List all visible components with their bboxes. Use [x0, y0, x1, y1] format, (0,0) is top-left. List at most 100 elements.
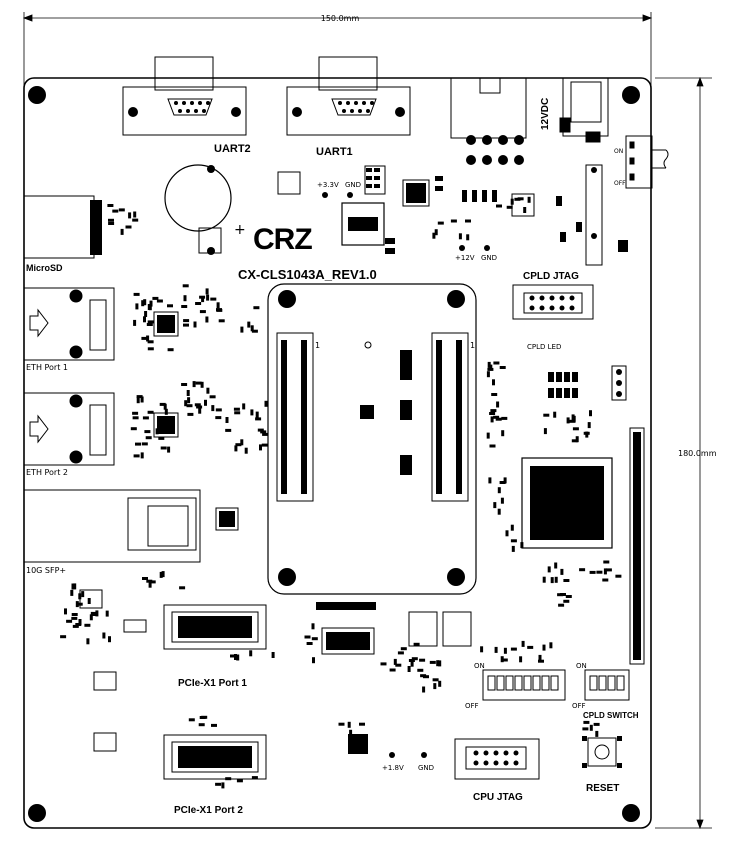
smd-passive: [595, 730, 599, 737]
smd-passive: [490, 409, 497, 413]
cpld-jtag-header: [512, 284, 594, 320]
smd-passive: [87, 598, 91, 604]
smd-passive: [230, 654, 236, 658]
smd-passive: [242, 403, 246, 410]
smd-passive: [167, 348, 174, 352]
smd-passive: [496, 204, 502, 208]
test-point-gnd-top: GND: [345, 181, 361, 189]
smd-passive: [244, 447, 248, 454]
smd-passive: [596, 570, 603, 574]
smd-passive: [487, 361, 491, 368]
smd-passive: [257, 428, 264, 432]
smd-passive: [510, 539, 517, 543]
smd-passive: [575, 436, 579, 443]
smd-passive: [86, 638, 90, 645]
smd-passive: [102, 632, 106, 639]
smd-passive: [527, 645, 534, 649]
smd-passive: [149, 580, 156, 584]
smd-passive: [523, 207, 527, 213]
smd-passive: [582, 727, 589, 731]
smd-passive: [206, 294, 210, 301]
smd-passive: [108, 222, 115, 225]
smd-passive: [408, 659, 415, 662]
smd-passive: [602, 578, 609, 582]
smd-passive: [511, 545, 515, 552]
test-point-gnd-mid: GND: [481, 254, 497, 262]
smd-passive: [78, 593, 82, 600]
test-point-12v: +12V: [455, 254, 475, 262]
smd-passive: [589, 724, 593, 731]
cpld-switch-on: ON: [576, 662, 587, 670]
smd-passive: [141, 442, 148, 446]
smd-passive: [565, 595, 572, 598]
smd-passive: [204, 399, 207, 406]
smd-passive: [181, 305, 188, 308]
fuse-holder: [585, 164, 603, 266]
smd-passive: [432, 678, 439, 682]
svg-text:+: +: [234, 222, 246, 238]
power-switch-off: OFF: [614, 180, 626, 187]
som-connector-right: [431, 332, 469, 502]
smd-passive: [494, 646, 498, 653]
som-connector-left: [276, 332, 314, 502]
smd-passive: [140, 396, 144, 403]
smd-passive: [216, 308, 223, 312]
smd-passive: [550, 577, 554, 584]
smd-passive: [491, 393, 498, 396]
smd-passive: [146, 335, 150, 342]
power-switch: [625, 135, 669, 189]
smd-passive: [503, 647, 507, 654]
smd-passive: [240, 439, 244, 446]
smd-passive: [71, 613, 78, 616]
smd-passive: [547, 566, 551, 573]
smd-passive: [165, 325, 172, 329]
smd-passive: [500, 656, 504, 663]
smd-passive: [514, 197, 521, 201]
smd-passive: [147, 347, 154, 351]
smd-passive: [505, 530, 509, 537]
smd-passive: [144, 430, 151, 434]
smd-passive: [90, 611, 97, 615]
smd-passive: [187, 412, 194, 416]
smd-passive: [78, 619, 82, 625]
smd-passive: [490, 416, 494, 423]
smd-passive: [549, 642, 553, 649]
smd-passive: [236, 654, 240, 661]
smd-passive: [466, 234, 470, 241]
smd-passive: [112, 209, 119, 213]
smd-passive: [429, 660, 436, 664]
smd-passive: [160, 446, 167, 450]
sfp-cage: [23, 489, 201, 563]
smd-passive: [66, 619, 73, 623]
smd-passive: [147, 340, 154, 344]
smd-passive: [251, 776, 258, 780]
smd-passive: [132, 411, 139, 415]
smd-passive: [492, 379, 495, 386]
smd-passive: [75, 623, 82, 626]
smd-passive: [132, 416, 139, 420]
smd-passive: [495, 417, 502, 421]
cpld-chip: [521, 457, 613, 549]
smd-passive: [407, 666, 411, 672]
smd-passive: [205, 288, 209, 295]
smd-passive: [132, 218, 139, 222]
smd-passive: [161, 571, 165, 578]
smd-passive: [465, 219, 471, 223]
power-input-label: 12VDC: [540, 98, 551, 130]
uart2-label: UART2: [214, 143, 251, 155]
smd-passive: [359, 722, 365, 726]
smd-passive: [480, 646, 484, 653]
smd-passive: [198, 723, 205, 727]
smd-passive: [141, 336, 148, 340]
reset-label: RESET: [586, 783, 619, 794]
smd-passive: [142, 577, 148, 580]
smd-passive: [493, 502, 497, 509]
smd-passive: [527, 196, 531, 203]
smd-passive: [159, 571, 163, 578]
smd-passive: [200, 381, 204, 388]
smd-passive: [130, 427, 137, 431]
smd-passive: [501, 430, 505, 437]
smd-passive: [128, 212, 132, 219]
smd-passive: [76, 602, 83, 606]
